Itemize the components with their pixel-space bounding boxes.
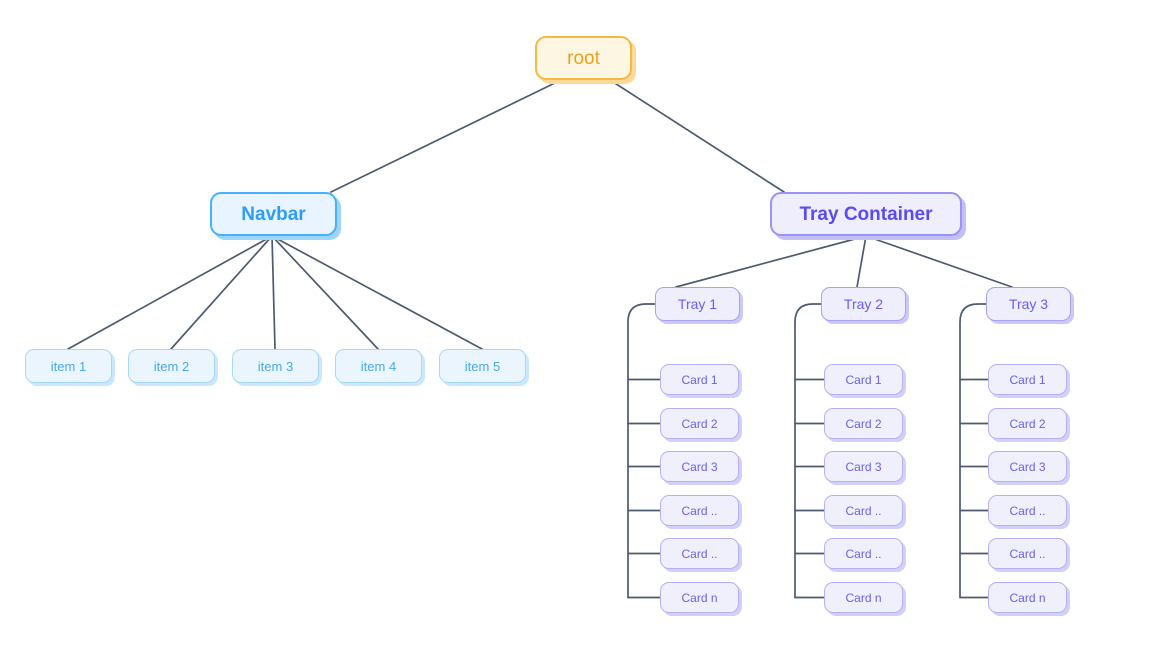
node-card-label: Card 2 bbox=[681, 416, 718, 431]
node-card-label: Card 2 bbox=[845, 416, 882, 431]
node-navbar-item-1[interactable]: item 1 bbox=[25, 349, 112, 383]
node-card-label: Card .. bbox=[681, 546, 718, 561]
node-card-label: Card n bbox=[845, 590, 882, 605]
node-tray-1-card-6[interactable]: Card n bbox=[660, 582, 739, 613]
node-navbar[interactable]: Navbar bbox=[210, 192, 337, 236]
node-card-label: Card n bbox=[1009, 590, 1046, 605]
node-navbar-item-label: item 2 bbox=[153, 358, 190, 374]
node-tray-3-card-3[interactable]: Card 3 bbox=[988, 451, 1067, 482]
node-navbar-item-label: item 4 bbox=[360, 358, 397, 374]
node-card-label: Card .. bbox=[1009, 503, 1046, 518]
node-navbar-item-2[interactable]: item 2 bbox=[128, 349, 215, 383]
node-tray-1-card-2[interactable]: Card 2 bbox=[660, 408, 739, 439]
edge-tray-1-spine bbox=[627, 303, 656, 599]
edge-root-to-tray-container bbox=[609, 79, 785, 193]
node-tray-2-card-3[interactable]: Card 3 bbox=[824, 451, 903, 482]
node-tray-3-card-5[interactable]: Card .. bbox=[988, 538, 1067, 569]
edge-tray-container-to-tray-3 bbox=[865, 235, 1013, 288]
edge-tray-container-to-tray-2 bbox=[856, 235, 867, 288]
edge-root-to-navbar bbox=[330, 79, 562, 193]
node-card-label: Card 3 bbox=[845, 459, 882, 474]
node-tray-container[interactable]: Tray Container bbox=[770, 192, 962, 236]
node-tray-1-card-3[interactable]: Card 3 bbox=[660, 451, 739, 482]
edge-tray-3-spine bbox=[959, 303, 987, 599]
node-navbar-item-3[interactable]: item 3 bbox=[232, 349, 319, 383]
node-card-label: Card .. bbox=[1009, 546, 1046, 561]
node-card-label: Card n bbox=[681, 590, 718, 605]
node-tray-label: Tray 1 bbox=[677, 296, 718, 312]
edge-tray-2-spine bbox=[794, 303, 822, 599]
node-tray-1-card-1[interactable]: Card 1 bbox=[660, 364, 739, 395]
node-tray-3-card-4[interactable]: Card .. bbox=[988, 495, 1067, 526]
node-tray-label: Tray 2 bbox=[843, 296, 884, 312]
node-card-label: Card 3 bbox=[681, 459, 718, 474]
edge-navbar-to-item-5 bbox=[271, 235, 483, 350]
node-navbar-item-5[interactable]: item 5 bbox=[439, 349, 526, 383]
node-card-label: Card 3 bbox=[1009, 459, 1046, 474]
node-card-label: Card 1 bbox=[681, 372, 718, 387]
node-tray-1[interactable]: Tray 1 bbox=[655, 287, 740, 321]
node-tray-3-card-2[interactable]: Card 2 bbox=[988, 408, 1067, 439]
node-tray-2-card-4[interactable]: Card .. bbox=[824, 495, 903, 526]
node-tray-2[interactable]: Tray 2 bbox=[821, 287, 906, 321]
edge-navbar-to-item-4 bbox=[271, 235, 379, 350]
node-card-label: Card 1 bbox=[1009, 372, 1046, 387]
node-navbar-item-label: item 5 bbox=[464, 358, 501, 374]
node-navbar-item-label: item 3 bbox=[257, 358, 294, 374]
node-tray-container-label: Tray Container bbox=[799, 203, 933, 225]
node-navbar-label: Navbar bbox=[241, 203, 306, 225]
node-root-label: root bbox=[567, 47, 600, 69]
node-navbar-item-label: item 1 bbox=[50, 358, 87, 374]
node-tray-3[interactable]: Tray 3 bbox=[986, 287, 1071, 321]
node-card-label: Card 1 bbox=[845, 372, 882, 387]
node-tray-2-card-6[interactable]: Card n bbox=[824, 582, 903, 613]
node-card-label: Card 2 bbox=[1009, 416, 1046, 431]
edge-navbar-to-item-3 bbox=[271, 235, 276, 350]
node-card-label: Card .. bbox=[845, 503, 882, 518]
node-tray-1-card-4[interactable]: Card .. bbox=[660, 495, 739, 526]
edge-tray-container-to-tray-1 bbox=[675, 235, 867, 288]
node-tray-1-card-5[interactable]: Card .. bbox=[660, 538, 739, 569]
node-tray-2-card-1[interactable]: Card 1 bbox=[824, 364, 903, 395]
node-root[interactable]: root bbox=[535, 36, 632, 80]
node-tray-3-card-6[interactable]: Card n bbox=[988, 582, 1067, 613]
edge-navbar-to-item-1 bbox=[67, 235, 273, 350]
edge-navbar-to-item-2 bbox=[170, 235, 273, 350]
node-card-label: Card .. bbox=[845, 546, 882, 561]
node-card-label: Card .. bbox=[681, 503, 718, 518]
node-navbar-item-4[interactable]: item 4 bbox=[335, 349, 422, 383]
node-tray-2-card-2[interactable]: Card 2 bbox=[824, 408, 903, 439]
node-tray-label: Tray 3 bbox=[1008, 296, 1049, 312]
node-tray-2-card-5[interactable]: Card .. bbox=[824, 538, 903, 569]
node-tray-3-card-1[interactable]: Card 1 bbox=[988, 364, 1067, 395]
